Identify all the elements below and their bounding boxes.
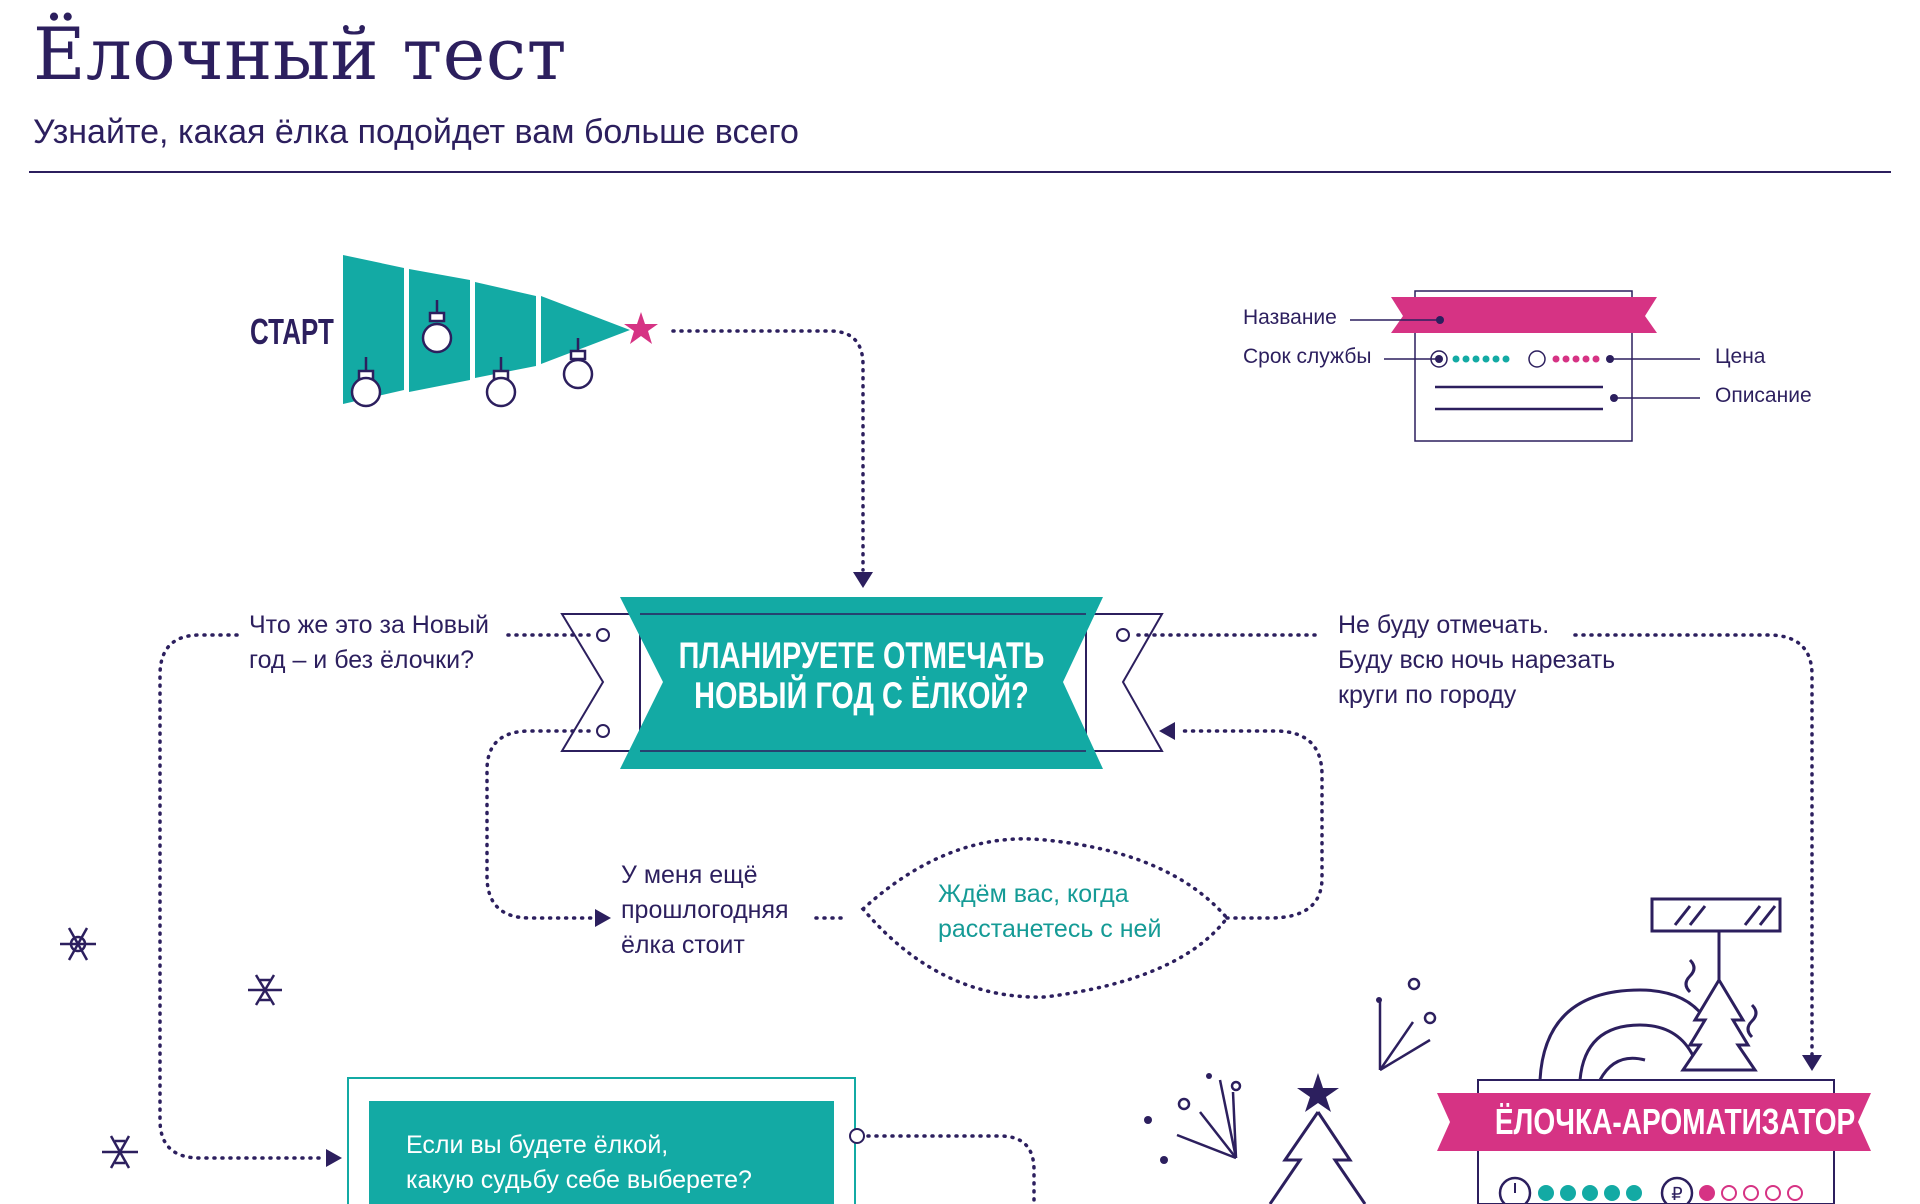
- question-banner: [560, 597, 1164, 769]
- answer-wait-text: Ждём вас, когда расстанетесь с ней: [938, 880, 1162, 943]
- header-divider: [29, 171, 1891, 173]
- legend-price-label: Цена: [1715, 345, 1766, 368]
- fate-question-box: [347, 1077, 865, 1204]
- price-dot: [1765, 1185, 1781, 1201]
- car-freshener-icon: [1477, 897, 1835, 1204]
- legend-lifetime-label: Срок службы: [1243, 345, 1372, 368]
- ornament-icon: [350, 300, 594, 408]
- question-main-text: ПЛАНИРУЕТЕ ОТМЕЧАТЬ НОВЫЙ ГОД С ЁЛКОЙ?: [678, 635, 1045, 716]
- ruble-icon: [1660, 1176, 1694, 1204]
- page-title: Ёлочный тест: [33, 12, 568, 96]
- arrow-left: [1159, 722, 1175, 740]
- arrow-down: [1802, 1055, 1822, 1071]
- page-subtitle: Узнайте, какая ёлка подойдет вам больше …: [33, 113, 799, 151]
- clock-icon: [1498, 1176, 1532, 1204]
- lifetime-dot: [1604, 1185, 1620, 1201]
- price-dot: [1721, 1185, 1737, 1201]
- answer-yes-text: Что же это за Новый год – и без ёлочки?: [249, 611, 489, 674]
- arrow-right: [326, 1149, 342, 1167]
- result-ratings: ₽: [1498, 1176, 1803, 1204]
- connectors: [158, 329, 1814, 1204]
- answer-old-tree-text: У меня ещё прошлогодняя ёлка стоит: [621, 861, 789, 959]
- christmas-tree-icon: [1268, 1073, 1367, 1204]
- result-title-ribbon: [1437, 1093, 1871, 1151]
- question-fate-text: Если вы будете ёлкой, какую судьбу себе …: [406, 1131, 752, 1194]
- arrow-right: [595, 909, 611, 927]
- legend-description-label: Описание: [1715, 384, 1812, 407]
- lifetime-dot: [1626, 1185, 1642, 1201]
- result-card-title: ЁЛОЧКА-АРОМАТИЗАТОР: [1494, 1101, 1856, 1142]
- ruble-icon: [1528, 350, 1546, 368]
- lifetime-dot: [1582, 1185, 1598, 1201]
- price-dot: [1699, 1185, 1715, 1201]
- price-dot: [1787, 1185, 1803, 1201]
- lifetime-dot: [1560, 1185, 1576, 1201]
- answer-no-text: Не буду отмечать. Буду всю ночь нарезать…: [1338, 611, 1616, 709]
- legend-card: [1350, 290, 1700, 442]
- legend-name-label: Название: [1243, 306, 1337, 329]
- price-dot: [1743, 1185, 1759, 1201]
- lifetime-dot: [1538, 1185, 1554, 1201]
- start-tree-icon: [343, 255, 630, 404]
- star-icon: [624, 312, 658, 344]
- arrow-down: [853, 572, 873, 588]
- snowflake-icon: [60, 927, 282, 1169]
- svg-text:₽: ₽: [1671, 1184, 1682, 1204]
- fireworks-icon: [1176, 977, 1437, 1160]
- start-label: СТАРТ: [250, 311, 334, 352]
